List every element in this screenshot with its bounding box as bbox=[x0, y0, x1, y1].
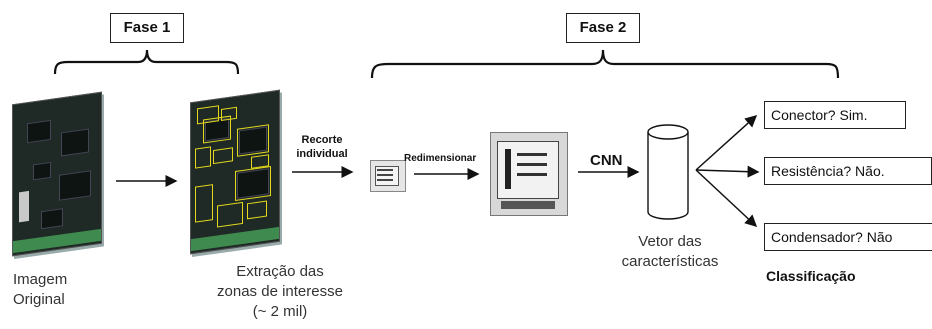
resize-label: Redimensionar bbox=[404, 153, 477, 164]
feature-vector-cylinder bbox=[647, 124, 689, 220]
phase-2-brace bbox=[370, 49, 840, 79]
arrow-to-output-3 bbox=[695, 169, 758, 228]
phase-1-brace bbox=[53, 49, 240, 75]
phase-2-box: Fase 2 bbox=[566, 13, 640, 43]
classification-title: Classificação bbox=[766, 268, 856, 284]
feature-vector-caption: Vetor das características bbox=[621, 233, 719, 270]
crop-label: Recorte individual bbox=[296, 134, 348, 160]
resized-component-image bbox=[490, 132, 568, 216]
original-image-caption: Imagem Original bbox=[13, 271, 68, 308]
arrow-to-output-2 bbox=[695, 165, 760, 178]
cropped-component-image bbox=[370, 160, 406, 192]
cnn-label: CNN bbox=[590, 152, 623, 169]
arrow-to-output-1 bbox=[695, 114, 758, 171]
extraction-board-image bbox=[190, 89, 280, 255]
output-capacitor: Condensador? Não bbox=[764, 223, 932, 251]
phase-1-box: Fase 1 bbox=[110, 13, 184, 43]
output-resistor: Resistência? Não. bbox=[764, 157, 932, 185]
original-board-image bbox=[12, 91, 102, 257]
output-connector: Conector? Sim. bbox=[764, 101, 906, 129]
extraction-caption: Extração das zonas de interesse (~ 2 mil… bbox=[217, 263, 343, 320]
